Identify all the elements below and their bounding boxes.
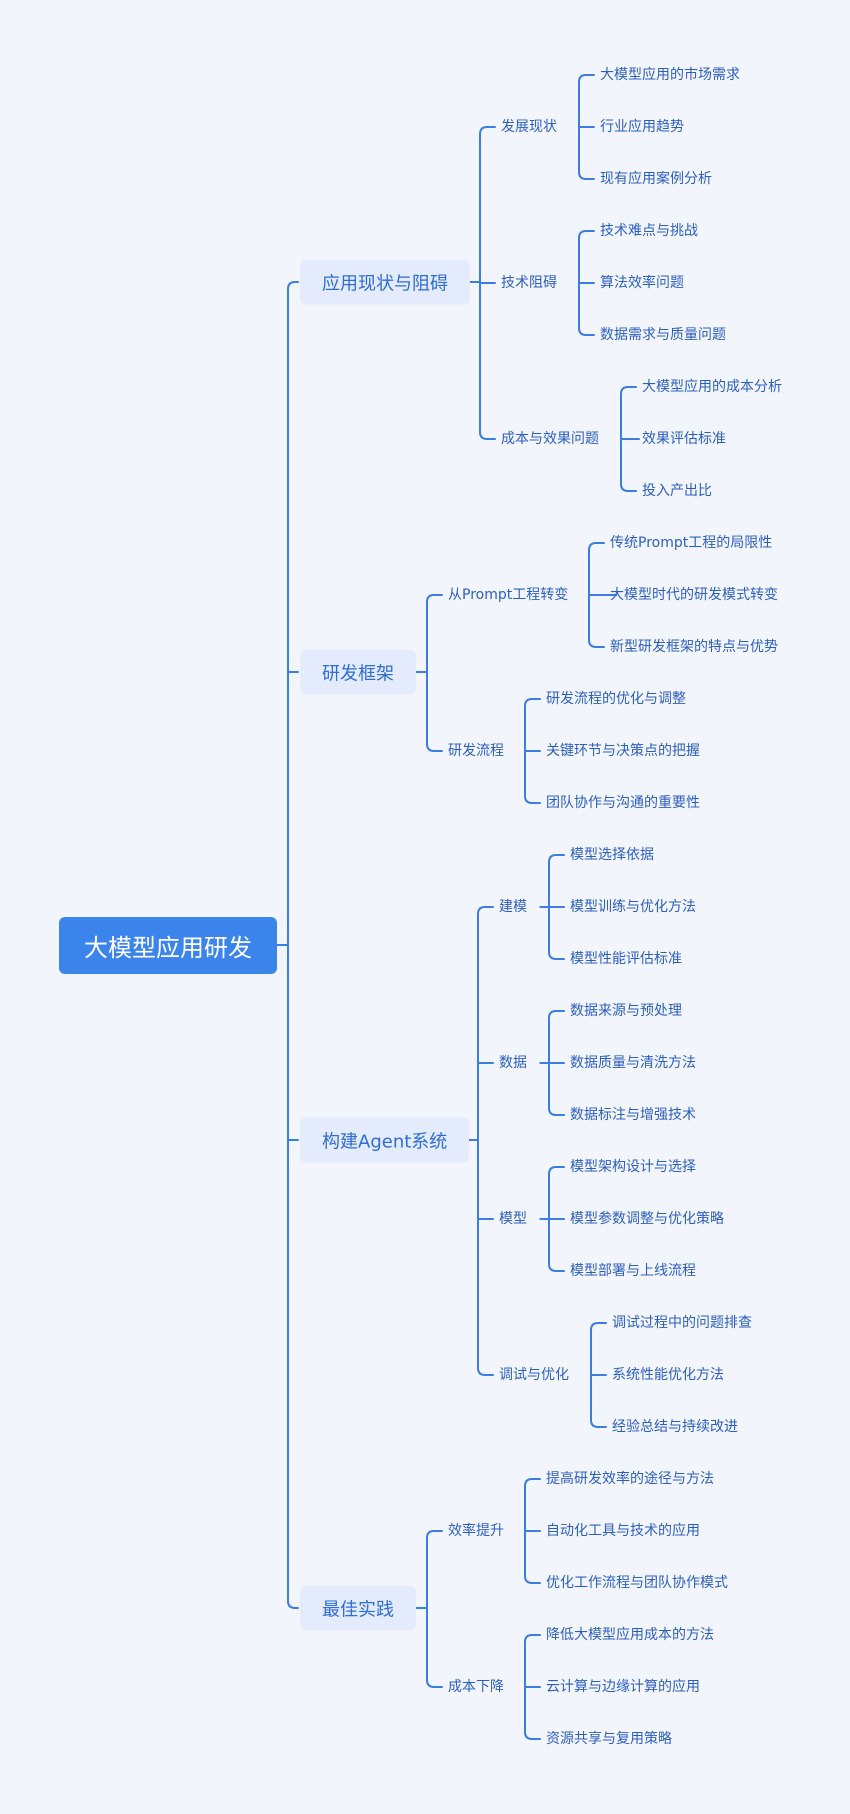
leaf-node[interactable]: 投入产出比 — [642, 483, 712, 499]
leaf-node[interactable]: 模型参数调整与优化策略 — [570, 1211, 724, 1227]
sub-topic-node[interactable]: 调试与优化 — [499, 1367, 569, 1383]
sub-topic-node[interactable]: 效率提升 — [448, 1523, 504, 1539]
sub-topic-node[interactable]: 数据 — [499, 1055, 527, 1071]
branch-node[interactable]: 研发框架 — [300, 649, 416, 695]
sub-topic-node[interactable]: 从Prompt工程转变 — [448, 587, 569, 603]
leaf-node[interactable]: 降低大模型应用成本的方法 — [546, 1627, 714, 1643]
leaf-node[interactable]: 模型选择依据 — [570, 847, 654, 863]
leaf-node[interactable]: 模型性能评估标准 — [570, 951, 682, 967]
sub-topic-node[interactable]: 模型 — [499, 1211, 527, 1227]
leaf-node[interactable]: 提高研发效率的途径与方法 — [546, 1471, 714, 1487]
leaf-node[interactable]: 自动化工具与技术的应用 — [546, 1523, 700, 1539]
leaf-node[interactable]: 新型研发框架的特点与优势 — [610, 639, 778, 655]
leaf-node[interactable]: 关键环节与决策点的把握 — [546, 743, 700, 759]
leaf-node[interactable]: 效果评估标准 — [642, 431, 726, 447]
leaf-node[interactable]: 研发流程的优化与调整 — [546, 691, 686, 707]
leaf-node[interactable]: 调试过程中的问题排查 — [612, 1315, 752, 1331]
leaf-node[interactable]: 行业应用趋势 — [600, 119, 684, 135]
leaf-node[interactable]: 模型架构设计与选择 — [570, 1159, 696, 1175]
leaf-node[interactable]: 团队协作与沟通的重要性 — [546, 795, 700, 811]
branch-node[interactable]: 最佳实践 — [300, 1585, 416, 1631]
leaf-node[interactable]: 数据来源与预处理 — [570, 1003, 682, 1019]
sub-topic-node[interactable]: 成本与效果问题 — [501, 431, 599, 447]
leaf-node[interactable]: 资源共享与复用策略 — [546, 1731, 672, 1747]
leaf-node[interactable]: 数据标注与增强技术 — [570, 1107, 696, 1123]
leaf-node[interactable]: 经验总结与持续改进 — [612, 1419, 738, 1435]
leaf-node[interactable]: 云计算与边缘计算的应用 — [546, 1679, 700, 1695]
branch-node[interactable]: 构建Agent系统 — [300, 1117, 470, 1163]
leaf-node[interactable]: 大模型时代的研发模式转变 — [610, 587, 778, 603]
leaf-node[interactable]: 模型部署与上线流程 — [570, 1263, 696, 1279]
leaf-node[interactable]: 大模型应用的成本分析 — [642, 379, 782, 395]
leaf-node[interactable]: 优化工作流程与团队协作模式 — [546, 1575, 728, 1591]
leaf-node[interactable]: 算法效率问题 — [600, 275, 684, 291]
branch-connector-3-bracket — [426, 1530, 443, 1688]
leaf-node[interactable]: 数据需求与质量问题 — [600, 327, 726, 343]
sub-topic-node[interactable]: 建模 — [499, 899, 527, 915]
branch-node[interactable]: 应用现状与阻碍 — [300, 259, 470, 305]
sub-topic-node[interactable]: 成本下降 — [448, 1679, 504, 1695]
sub-topic-node[interactable]: 技术阻碍 — [501, 275, 557, 291]
leaf-node[interactable]: 系统性能优化方法 — [612, 1367, 724, 1383]
branch-connector-2-bracket — [477, 906, 494, 1376]
sub-topic-node[interactable]: 发展现状 — [501, 119, 557, 135]
leaf-node[interactable]: 大模型应用的市场需求 — [600, 67, 740, 83]
sub-topic-node[interactable]: 研发流程 — [448, 743, 504, 759]
leaf-node[interactable]: 技术难点与挑战 — [600, 223, 698, 239]
root-node[interactable]: 大模型应用研发 — [59, 917, 277, 974]
leaf-node[interactable]: 数据质量与清洗方法 — [570, 1055, 696, 1071]
leaf-node[interactable]: 现有应用案例分析 — [600, 171, 712, 187]
leaf-node[interactable]: 模型训练与优化方法 — [570, 899, 696, 915]
root-bracket — [287, 281, 299, 1609]
branch-connector-1-bracket — [426, 594, 443, 752]
leaf-node[interactable]: 传统Prompt工程的局限性 — [610, 535, 773, 551]
